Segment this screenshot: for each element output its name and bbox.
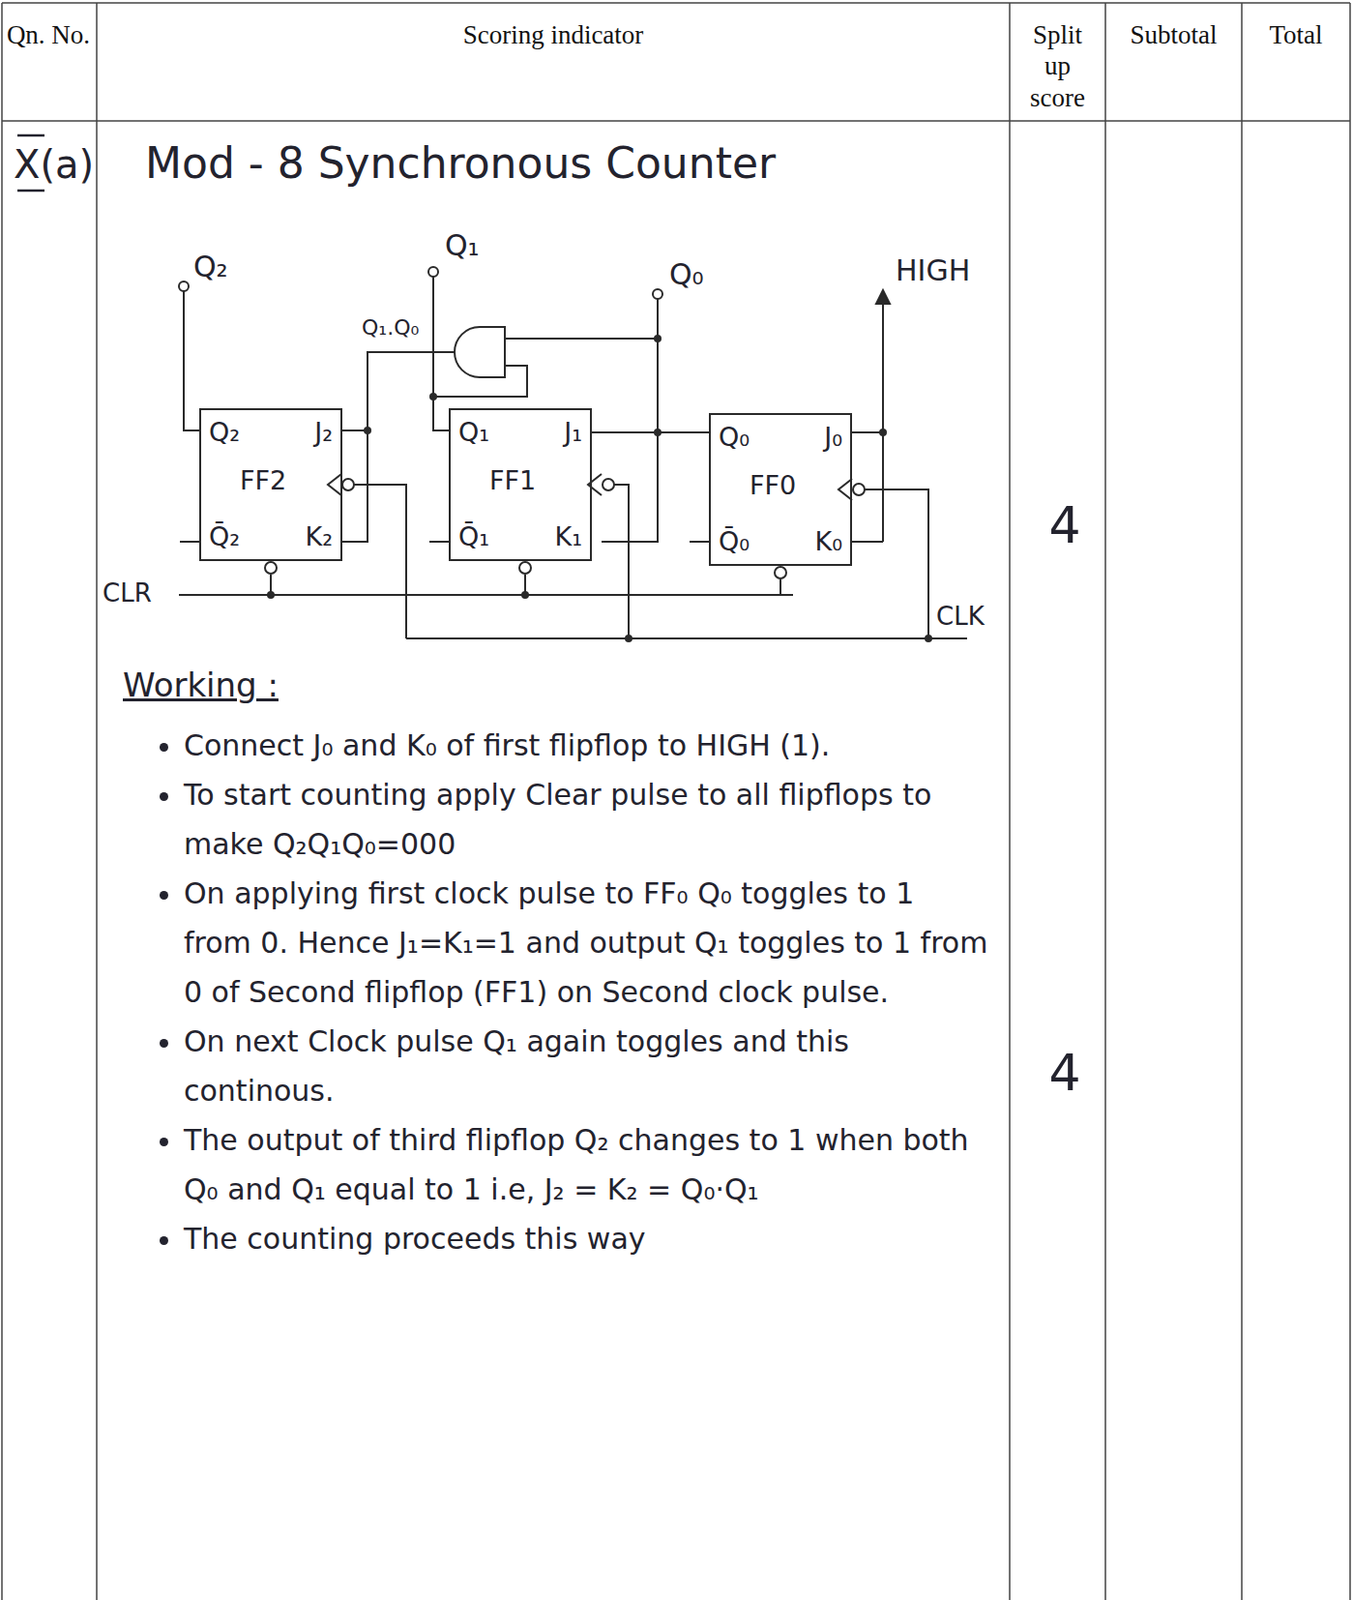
junction-dot bbox=[521, 590, 530, 599]
pin-name: K₁ bbox=[554, 522, 583, 552]
high-wire bbox=[852, 294, 883, 542]
pin-name: Q̄₁ bbox=[458, 522, 490, 552]
signal-name: Q₂ bbox=[193, 249, 252, 285]
clock-bubble bbox=[342, 478, 354, 491]
column-header: Total bbox=[1241, 19, 1351, 51]
q0-wire bbox=[504, 298, 658, 542]
and-output-wire bbox=[341, 352, 455, 542]
flip-flop-box: Q₁ J₁ FF1Q̄₁ K₁ bbox=[448, 408, 592, 561]
pin-name: K₀ bbox=[814, 527, 843, 557]
clear-bubble bbox=[774, 566, 787, 579]
step-text: To start counting apply Clear pulse to a… bbox=[183, 769, 989, 869]
column-header: Qn. No. bbox=[0, 19, 97, 51]
column-header: Split up score bbox=[1021, 19, 1094, 114]
signal-name: HIGH bbox=[895, 253, 1002, 289]
junctions bbox=[266, 334, 933, 643]
signal-name: Q₁ bbox=[444, 228, 503, 264]
junction-dot bbox=[879, 428, 887, 437]
junction-dot bbox=[653, 334, 662, 343]
terminal bbox=[428, 266, 439, 277]
pin-name: Q̄₀ bbox=[718, 527, 750, 557]
flip-flop-box: Q₂ J₂ FF2Q̄₂ K₂ bbox=[199, 408, 343, 561]
flip-flop-name: FF0 bbox=[749, 470, 796, 501]
junction-dot bbox=[363, 426, 372, 435]
junction-dot bbox=[429, 392, 438, 401]
step-text: On applying first clock pulse to FF₀ Q₀ … bbox=[183, 868, 989, 1017]
clock-bubble bbox=[602, 478, 615, 491]
flip-flop-name: FF1 bbox=[489, 466, 536, 496]
column-header: Scoring indicator bbox=[96, 19, 1010, 51]
pin-name: Q₂ bbox=[208, 417, 240, 447]
flip-flop-box: Q₀ J₀ FF0Q̄₀ K₀ bbox=[708, 412, 853, 566]
flip-flop-name: FF2 bbox=[239, 466, 287, 496]
split-score: 4 bbox=[1030, 1042, 1099, 1103]
wire-connector bbox=[591, 432, 709, 434]
column-header: Subtotal bbox=[1105, 19, 1242, 51]
pin-name: Q₁ bbox=[458, 417, 490, 447]
pin-name: Q₀ bbox=[718, 422, 750, 452]
pin-name: J₁ bbox=[563, 417, 583, 447]
high-arrow bbox=[876, 290, 890, 304]
and-gate bbox=[454, 326, 505, 378]
circuit-wiring bbox=[178, 266, 968, 639]
working-steps: Connect J₀ and K₀ of first flipflop to H… bbox=[154, 720, 989, 1264]
junction-dot bbox=[624, 634, 633, 643]
signal-name: Q₁.Q₀ bbox=[361, 315, 426, 341]
signal-name: CLK bbox=[936, 601, 1014, 632]
pin-name: K₂ bbox=[304, 522, 333, 552]
signal-name: CLR bbox=[102, 578, 177, 609]
section-heading: Working : bbox=[122, 665, 433, 706]
step-text: On next Clock pulse Q₁ again toggles and… bbox=[183, 1016, 989, 1116]
pin-name: J₀ bbox=[823, 422, 843, 452]
signal-name: Q₀ bbox=[669, 257, 728, 293]
clock-bubble bbox=[852, 483, 865, 496]
terminal bbox=[178, 281, 189, 292]
underline bbox=[17, 189, 45, 193]
q2-output-wire bbox=[183, 291, 200, 431]
step-text: Connect J₀ and K₀ of first flipflop to H… bbox=[183, 720, 989, 770]
step-text: The counting proceeds this way bbox=[183, 1213, 989, 1264]
clear-bubble bbox=[264, 561, 277, 574]
terminal bbox=[652, 289, 663, 299]
split-score: 4 bbox=[1030, 495, 1099, 556]
question-number: X(a) bbox=[13, 141, 97, 188]
pin-name: Q̄₂ bbox=[208, 522, 240, 552]
junction-dot bbox=[266, 590, 275, 599]
pin-name: J₂ bbox=[314, 417, 333, 447]
overline bbox=[17, 134, 45, 138]
clear-bubble bbox=[519, 561, 531, 574]
answer-title: Mod - 8 Synchronous Counter bbox=[145, 138, 977, 190]
step-text: The output of third flipflop Q₂ changes … bbox=[183, 1115, 989, 1214]
clock-wires bbox=[353, 484, 968, 639]
junction-dot bbox=[924, 634, 933, 643]
